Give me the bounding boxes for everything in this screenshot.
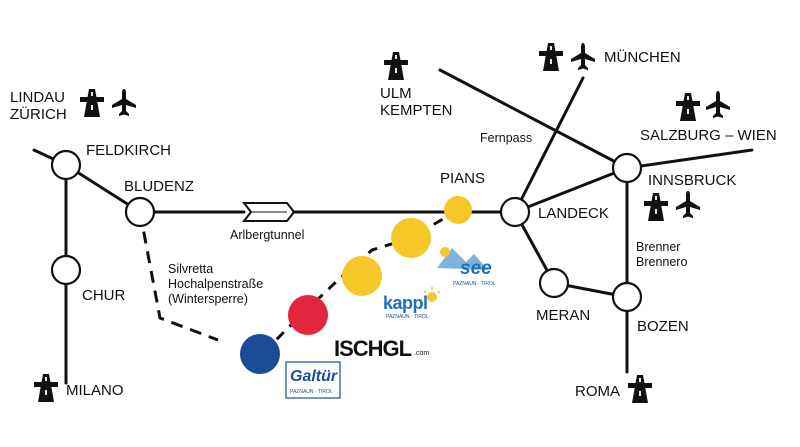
see-logo: see [460,258,492,279]
airplane-icon [706,91,730,118]
see-logo-graphic [437,247,488,270]
place-label-innsbruck: INNSBRUCK [648,172,737,189]
road-innsbruck-salzburg [625,148,754,170]
route-label-silvretta: Silvretta Hochalpenstraße (Wintersperre) [168,262,264,306]
kappl-logo: kappl [383,293,428,313]
place-label-roma: ROMA [575,383,620,400]
highway-icon [644,193,668,221]
kappl-logo-graphic [423,287,441,302]
highway-icon [628,375,652,403]
place-label-bludenz: BLUDENZ [124,178,195,195]
town-node-chur [50,254,82,286]
town-node-innsbruck [611,152,643,184]
road-fernpass [438,68,629,170]
airplane-icon [571,43,595,70]
ischgl-logo-suffix: .com [414,350,430,357]
place-label-feldkirch: FELDKIRCH [86,142,172,159]
resort-dot-galtuer [240,334,280,374]
galtuer-logo: Galtür [290,368,338,385]
highway-icon [384,52,408,80]
airplane-icon [112,89,136,116]
place-label-brenner: Brenner Brennero [636,240,688,269]
resort-dot-kappl [342,256,382,296]
airplane-icon [676,191,700,218]
place-label-meran: MERAN [536,307,591,324]
road-silvretta [138,211,219,342]
place-label-ulm-kempten: ULM KEMPTEN [380,85,453,119]
town-node-bozen [611,281,643,313]
highway-icon [676,93,700,121]
place-label-salzburg-wien: SALZBURG – WIEN [640,127,777,144]
place-label-milano: MILANO [66,382,124,399]
highway-icon [34,374,58,402]
road-muenchen-landeck [513,76,585,214]
highway-icon [80,89,104,117]
galtuer-logo-subtitle: PAZNAUN · TIROL [290,389,333,395]
place-label-pians: PIANS [440,170,486,187]
place-label-fernpass: Fernpass [480,131,533,145]
town-node-feldkirch [50,149,82,181]
town-node-bludenz [124,196,156,228]
highway-icon [539,43,563,71]
town-node-meran [538,267,570,299]
place-label-lindau-zuerich: LINDAU ZÜRICH [10,89,67,123]
place-label-chur: CHUR [82,287,126,304]
resort-dot-ischgl [288,295,328,335]
resort-dot-see [391,218,431,258]
place-label-landeck: LANDECK [538,205,609,222]
road-landeck-innsbruck [513,166,629,214]
place-label-bozen: BOZEN [637,318,689,335]
see-logo-subtitle: PAZNAUN · TIROL [453,281,496,287]
tunnel-icon [241,202,296,222]
tunnel-label-arlbergtunnel: Arlbergtunnel [230,228,305,242]
kappl-logo-subtitle: PAZNAUN · TIROL [386,314,429,320]
galtuer-logo-frame [285,361,341,399]
resort-dot-pians [444,196,472,224]
place-label-muenchen: MÜNCHEN [604,49,681,66]
town-node-landeck [499,196,531,228]
ischgl-logo: ISCHGL [334,336,412,361]
